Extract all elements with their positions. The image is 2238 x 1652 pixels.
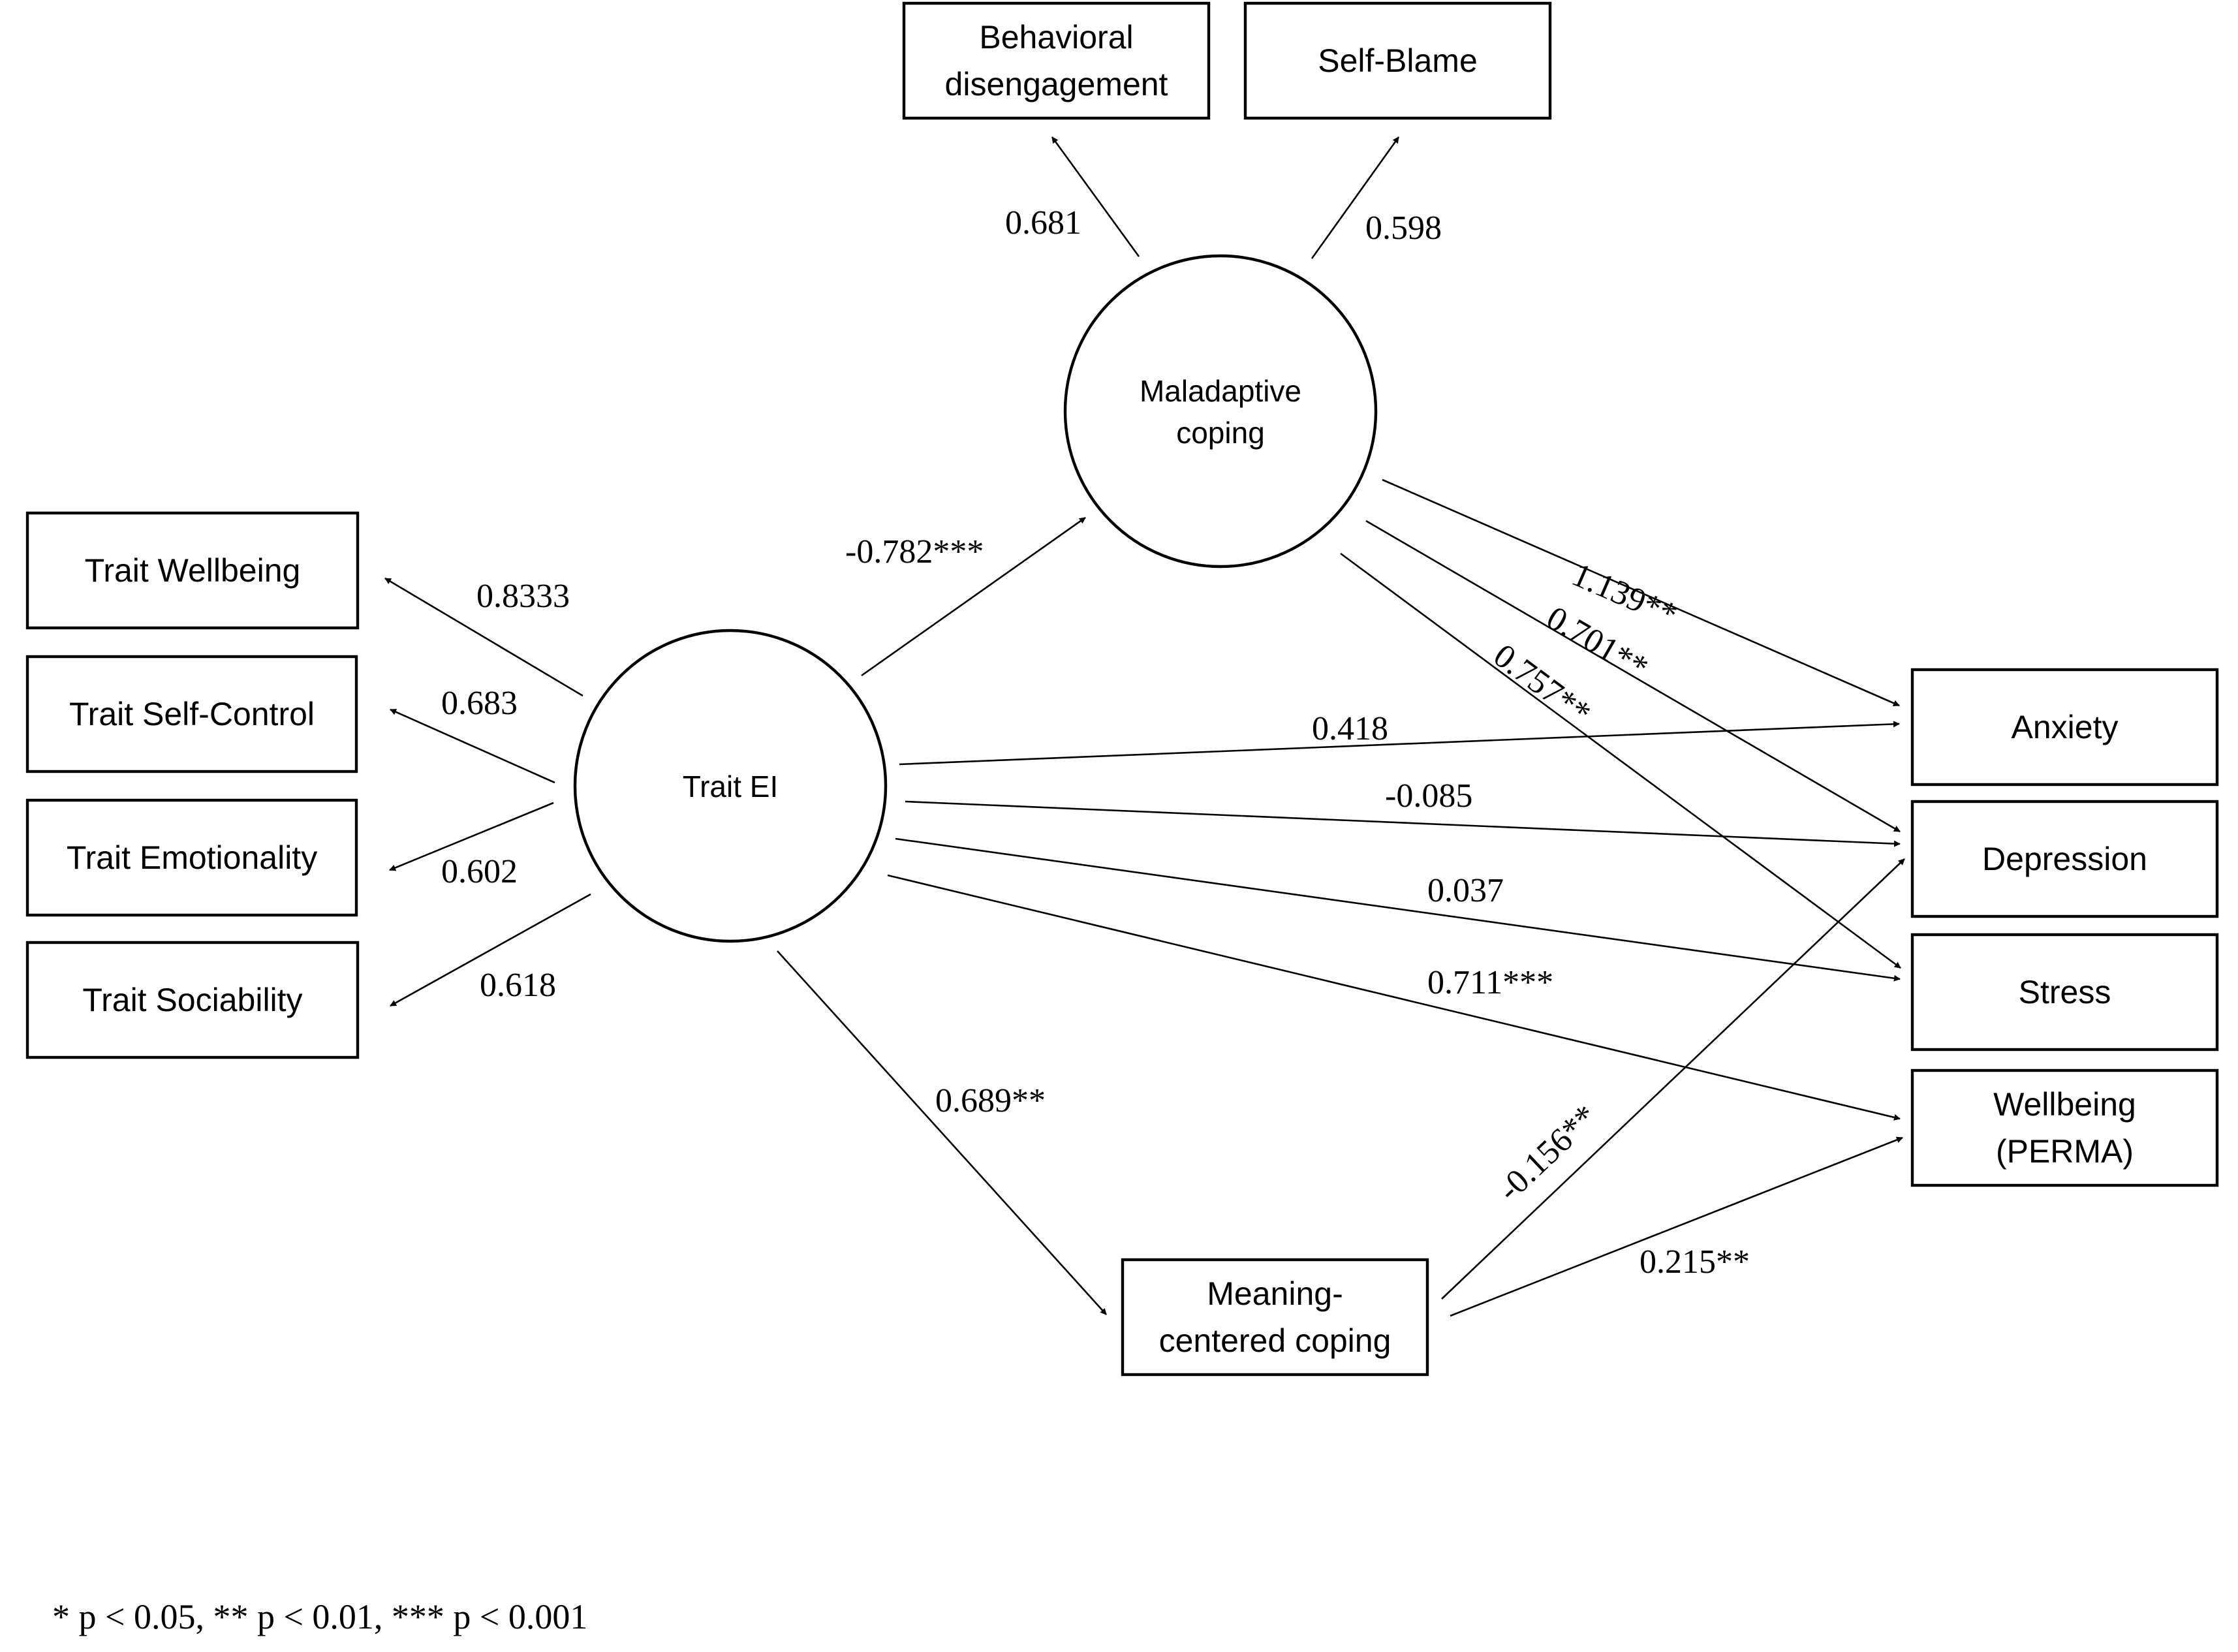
path-arrow-trait-ei-to-trait-sociability [390, 893, 591, 1007]
node-label: centered coping [1159, 1322, 1391, 1359]
node-label: Trait EI [683, 770, 779, 803]
coefficient-label: 0.418 [1312, 710, 1388, 747]
node-maladaptive-coping: Maladaptive coping [1063, 254, 1378, 569]
path-arrow-maladaptive-coping-to-self-blame [1311, 136, 1400, 259]
node-box [1910, 668, 2219, 787]
node-meaning-centered-coping: Meaning-centered coping [1121, 1258, 1429, 1377]
node-stress: Stress [1910, 933, 2219, 1052]
coefficient-label: -0.085 [1385, 777, 1472, 815]
node-box [1121, 1258, 1429, 1377]
node-box [25, 655, 358, 773]
path-arrow-trait-ei-to-trait-wellbeing [384, 577, 583, 697]
path-arrow-maladaptive-coping-to-depression [1365, 520, 1901, 833]
coefficient-label: 0.215** [1640, 1243, 1750, 1281]
path-arrow-trait-ei-to-depression [905, 800, 1901, 847]
latent-circle [573, 629, 888, 943]
node-box [25, 798, 358, 917]
node-label: Maladaptive [1140, 374, 1301, 408]
coefficient-label: 0.683 [441, 685, 518, 722]
node-box [902, 1, 1211, 120]
path-arrow-trait-ei-to-trait-emotionality [389, 802, 554, 871]
node-label: Trait Wellbeing [85, 552, 301, 589]
node-trait-ei: Trait EI [573, 629, 888, 943]
node-trait-emotionality: Trait Emotionality [25, 798, 358, 917]
node-label: Anxiety [2012, 709, 2119, 745]
node-label: Self-Blame [1318, 42, 1478, 79]
path-arrow-maladaptive-coping-to-stress [1340, 552, 1901, 969]
node-label: disengagement [945, 66, 1168, 102]
path-arrow-maladaptive-coping-to-behavioral-disengagement [1051, 136, 1140, 257]
node-box [1910, 800, 2219, 918]
path-arrow-trait-ei-to-stress [895, 837, 1901, 982]
path-arrow-trait-ei-to-maladaptive-coping [861, 516, 1086, 677]
node-trait-self-control: Trait Self-Control [25, 655, 358, 773]
path-arrows [384, 136, 1905, 1317]
diagram-nodes: Behavioral disengagement Self-BlameMaladap… [25, 1, 2219, 1377]
coefficient-label: 0.037 [1427, 872, 1504, 909]
node-label: Trait Emotionality [67, 839, 317, 876]
node-box [1243, 1, 1552, 120]
path-arrow-maladaptive-coping-to-anxiety [1382, 478, 1900, 707]
node-label: Trait Self-Control [69, 696, 315, 732]
coefficient-label: 0.602 [441, 853, 518, 890]
coefficient-label: 0.689** [935, 1082, 1046, 1119]
coefficient-label: 0.618 [480, 967, 556, 1004]
path-arrow-trait-ei-to-meaning-centered-coping [777, 950, 1107, 1315]
coefficient-label: 0.711*** [1427, 964, 1553, 1001]
node-depression: Depression [1910, 800, 2219, 918]
node-label: Stress [2019, 974, 2111, 1010]
node-wellbeing-perma: Wellbeing (PERMA) [1910, 1068, 2219, 1187]
node-label: Wellbeing [1993, 1086, 2136, 1123]
latent-circle [1063, 254, 1378, 569]
path-arrow-meaning-centered-coping-to-wellbeing-perma [1450, 1136, 1903, 1317]
coefficient-label: 0.681 [1005, 204, 1081, 242]
significance-footnote: * p < 0.05, ** p < 0.01, *** p < 0.001 [52, 1597, 587, 1636]
node-trait-sociability: Trait Sociability [25, 941, 360, 1059]
node-box [25, 941, 360, 1059]
coefficient-label: 0.8333 [476, 578, 570, 615]
node-box [1910, 1068, 2219, 1187]
node-trait-wellbeing: Trait Wellbeing [25, 511, 360, 630]
node-label: coping [1176, 416, 1265, 450]
coefficient-label: -0.782*** [845, 533, 984, 570]
coefficient-label: -0.156** [1491, 1098, 1604, 1209]
node-label: Trait Sociability [82, 982, 302, 1018]
path-arrow-trait-ei-to-wellbeing-perma [887, 874, 1901, 1121]
node-label: Depression [1982, 841, 2147, 877]
coefficient-label: 0.598 [1365, 210, 1442, 247]
path-arrow-meaning-centered-coping-to-depression [1441, 858, 1905, 1300]
path-arrow-trait-ei-to-anxiety [899, 721, 1900, 766]
path-arrow-trait-ei-to-trait-self-control [390, 708, 555, 784]
node-label: (PERMA) [1996, 1133, 2134, 1170]
node-label: Behavioral [979, 19, 1133, 55]
node-box [1910, 933, 2219, 1052]
node-self-blame: Self-Blame [1243, 1, 1552, 120]
node-box [25, 511, 360, 630]
node-behavioral-disengagement: Behavioral disengagement [902, 1, 1211, 120]
node-anxiety: Anxiety [1910, 668, 2219, 787]
node-label: Meaning- [1207, 1275, 1343, 1312]
